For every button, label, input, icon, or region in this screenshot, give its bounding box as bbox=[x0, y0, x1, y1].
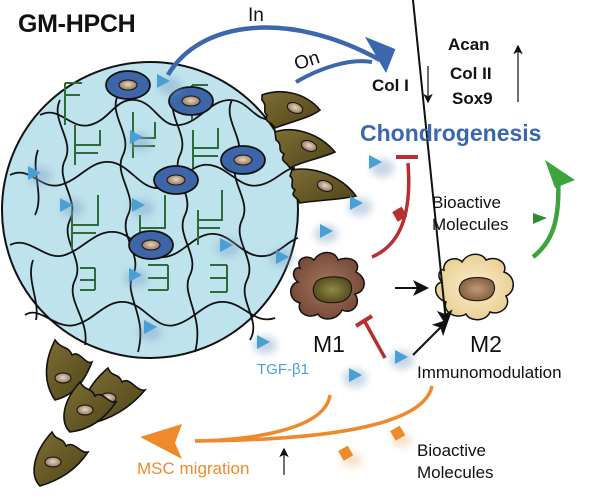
tgf-triangle bbox=[348, 196, 372, 216]
msc-cell bbox=[45, 338, 94, 401]
tgf-triangle bbox=[216, 238, 240, 257]
tgf-triangle bbox=[124, 268, 148, 287]
m2-macrophage bbox=[434, 253, 514, 321]
encapsulated-cell bbox=[128, 230, 174, 260]
tgf-triangle bbox=[157, 74, 182, 95]
chondrogenesis-label: Chondrogenesis bbox=[360, 120, 542, 146]
bioactive-line-1: Bioactive bbox=[432, 193, 501, 212]
migrated-mscs bbox=[33, 338, 148, 487]
tgf-triangle bbox=[390, 350, 414, 369]
immunomodulation-label: Immunomodulation bbox=[417, 363, 562, 382]
bioactive-molecule-orange bbox=[338, 445, 354, 461]
msc-nucleus bbox=[316, 180, 334, 192]
encapsulated-cell bbox=[153, 165, 199, 195]
bioactive-molecule-red bbox=[392, 206, 408, 222]
msc-nucleus bbox=[54, 372, 72, 384]
tgf-triangle bbox=[130, 198, 154, 217]
tgf-beta1-label: TGF-β1 bbox=[257, 361, 309, 378]
msc-nucleus bbox=[300, 140, 318, 152]
bioactive-line-2: Molecules bbox=[432, 215, 509, 234]
gene-acan: Acan bbox=[448, 35, 490, 54]
gene-sox9: Sox9 bbox=[452, 89, 493, 108]
m1-inhibits-chondrogenesis bbox=[371, 155, 418, 259]
tgf-triangle bbox=[270, 249, 294, 267]
attached-mscs bbox=[261, 90, 358, 204]
tgf-triangle bbox=[253, 335, 277, 354]
msc-nucleus bbox=[76, 404, 94, 416]
bioactive-molecules-lower-label: Bioactive Molecules bbox=[417, 440, 494, 484]
bioactive-molecules-upper-label: Bioactive Molecules bbox=[432, 192, 509, 236]
tgf-beta1-molecules bbox=[28, 74, 414, 387]
m2-promotes-chondrogenesis bbox=[531, 160, 575, 259]
msc-cell bbox=[33, 430, 90, 487]
m1-macrophage bbox=[290, 251, 365, 320]
tgf-to-m2-arrow bbox=[412, 0, 453, 326]
msc-migration-arrow bbox=[140, 385, 434, 475]
msc-nucleus bbox=[286, 102, 304, 114]
tgf-triangle bbox=[314, 224, 338, 243]
tgf-triangle bbox=[128, 130, 152, 151]
tgf-triangle bbox=[369, 155, 394, 177]
tgf-triangle bbox=[138, 320, 162, 341]
encapsulated-cell bbox=[168, 86, 214, 116]
figure-title: GM-HPCH bbox=[18, 10, 136, 38]
in-arrow bbox=[166, 25, 396, 77]
bioactive-line-2: Molecules bbox=[417, 463, 494, 482]
bioactive-molecule-green bbox=[533, 213, 547, 224]
in-label: In bbox=[248, 5, 264, 26]
bioactive-molecules-orange bbox=[338, 425, 412, 467]
tgf-to-m2-arrow-line bbox=[412, 319, 449, 356]
m2-label: M2 bbox=[470, 331, 502, 357]
encapsulated-cell bbox=[220, 145, 266, 175]
gene-col1: Col I bbox=[372, 76, 409, 95]
gene-regulation-arrows bbox=[423, 44, 523, 104]
on-arrow bbox=[294, 59, 373, 84]
encapsulated-cell bbox=[105, 70, 151, 100]
tgf-inhibits-m1 bbox=[354, 314, 387, 359]
msc-nucleus bbox=[44, 456, 62, 468]
bioactive-line-1: Bioactive bbox=[417, 441, 486, 460]
tgf-triangle bbox=[60, 198, 84, 217]
bioactive-molecule-orange bbox=[390, 425, 406, 441]
tgf-triangle bbox=[343, 368, 367, 387]
encapsulated-cells bbox=[105, 70, 266, 260]
m1-label: M1 bbox=[313, 331, 345, 357]
gene-col2: Col II bbox=[450, 64, 492, 83]
msc-migration-label: MSC migration bbox=[137, 459, 250, 478]
tgf-triangle bbox=[28, 166, 52, 185]
